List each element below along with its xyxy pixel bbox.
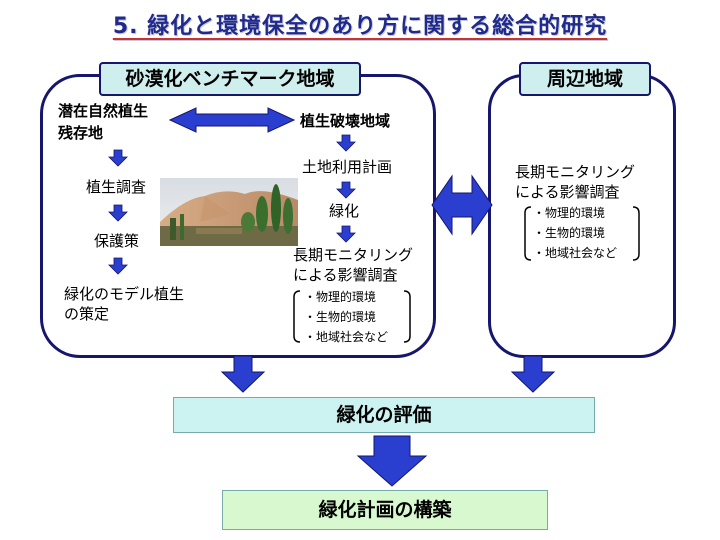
left-item-2: ・生物的環境 xyxy=(304,310,377,324)
surrounding-survey-label: 長期モニタリング による影響調査 xyxy=(515,163,636,201)
link-arrow xyxy=(168,107,296,133)
page-title: 5. 緑化と環境保全のあり方に関する総合的研究 xyxy=(112,14,608,39)
to-evaluation-arrows xyxy=(220,355,556,393)
right-item-3: ・地域社会など xyxy=(533,246,618,260)
natural-vegetation-label: 潜在自然植生 残存地 xyxy=(58,102,149,142)
left-item-3: ・地域社会など xyxy=(304,330,389,344)
right-item-2: ・生物的環境 xyxy=(533,226,606,240)
natural-step-2: 保護策 xyxy=(94,232,140,250)
natural-step-3: 緑化のモデル植生 の策定 xyxy=(64,285,185,323)
surrounding-region xyxy=(488,74,676,358)
desert-photo xyxy=(160,178,298,246)
evaluation-box: 緑化の評価 xyxy=(173,397,595,433)
plan-box: 緑化計画の構築 xyxy=(222,490,548,530)
benchmark-region-label: 砂漠化ベンチマーク地域 xyxy=(99,62,361,96)
destroyed-step-2: 緑化 xyxy=(329,202,360,220)
right-flow-arrows xyxy=(336,134,356,243)
destroyed-area-label: 植生破壊地域 xyxy=(300,112,391,130)
surrounding-region-label: 周辺地域 xyxy=(519,62,651,96)
left-items-bracket xyxy=(293,290,411,343)
right-item-1: ・物理的環境 xyxy=(533,206,606,220)
region-link-arrow xyxy=(431,174,493,236)
destroyed-step-3: 長期モニタリング による影響調査 xyxy=(293,246,414,284)
destroyed-step-1: 土地利用計画 xyxy=(302,158,393,176)
right-items-bracket xyxy=(524,206,640,261)
left-flow-arrows xyxy=(108,149,128,275)
to-plan-arrow xyxy=(356,435,428,487)
left-item-1: ・物理的環境 xyxy=(304,290,377,304)
natural-step-1: 植生調査 xyxy=(86,178,147,196)
